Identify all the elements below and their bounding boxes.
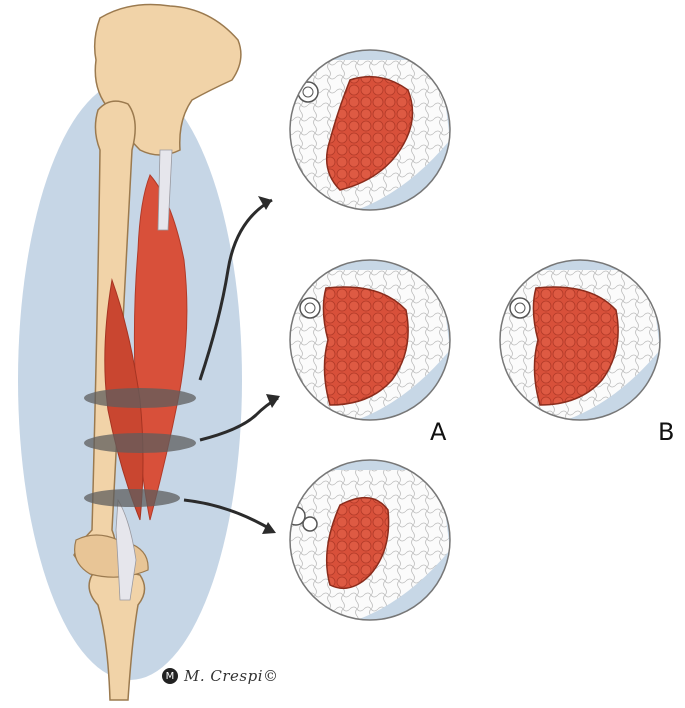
curved-arrow-icon	[183, 498, 273, 532]
arrowhead-icon	[258, 196, 272, 210]
cross-section-a	[289, 259, 451, 421]
label-a: A	[430, 418, 447, 446]
cross-section-1	[289, 49, 451, 211]
arrowhead-icon	[262, 522, 276, 534]
cross-section-3	[289, 459, 451, 621]
author-signature: M M. Crespi©	[162, 667, 279, 685]
tendon-lower	[115, 498, 137, 601]
tibia-bone	[88, 570, 146, 701]
section-disc-middle	[84, 433, 196, 453]
curved-arrow-icon	[198, 198, 273, 381]
label-b: B	[658, 418, 675, 446]
cross-section-b	[499, 259, 661, 421]
section-disc-upper	[84, 388, 196, 408]
tendon-upper	[157, 149, 173, 231]
signature-text: M. Crespi©	[184, 667, 279, 685]
arrowhead-icon	[266, 394, 280, 408]
section-disc-lower	[84, 489, 180, 507]
m-monogram-icon: M	[162, 668, 178, 684]
